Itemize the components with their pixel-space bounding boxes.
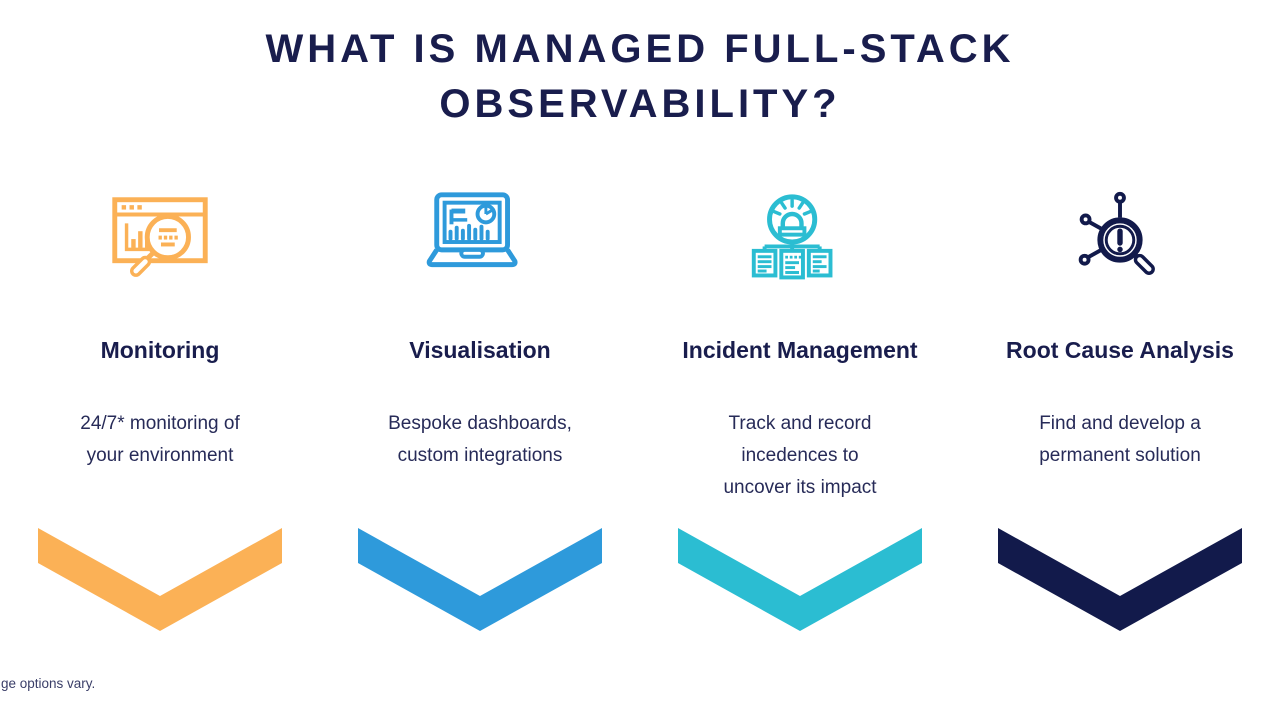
chevron-down-icon xyxy=(358,528,602,631)
chevron-down-icon xyxy=(678,528,922,631)
chevron-down-icon xyxy=(38,528,282,631)
column-heading: Visualisation xyxy=(409,337,551,363)
column-visualisation: Visualisation Bespoke dashboards, custom… xyxy=(320,170,640,700)
column-root-cause-analysis: Root Cause Analysis Find and develop a p… xyxy=(960,170,1280,700)
column-heading: Root Cause Analysis xyxy=(1006,337,1234,363)
incident-icon-wrap xyxy=(741,182,859,304)
column-description: 24/7* monitoring of your environment xyxy=(80,413,240,466)
monitoring-icon-wrap xyxy=(101,182,219,304)
column-heading: Incident Management xyxy=(682,337,918,363)
visualisation-icon-wrap xyxy=(421,182,539,304)
magnifier-alert-nodes-icon xyxy=(1078,191,1155,275)
chevron-down-icon xyxy=(998,528,1242,631)
column-monitoring: Monitoring 24/7* monitoring of your envi… xyxy=(0,170,320,700)
monitoring-window-magnifier-icon xyxy=(112,197,208,277)
footnote-text: ge options vary. xyxy=(1,676,96,691)
columns-row: Monitoring 24/7* monitoring of your envi… xyxy=(0,170,1280,700)
root-cause-icon-wrap xyxy=(1061,182,1179,304)
column-description: Bespoke dashboards, custom integrations xyxy=(388,413,572,466)
column-description: Track and record incedences to uncover i… xyxy=(723,413,877,498)
laptop-dashboard-icon xyxy=(426,192,518,268)
column-incident-management: Incident Management Track and record inc… xyxy=(640,170,960,700)
alarm-documents-icon xyxy=(751,194,833,280)
column-heading: Monitoring xyxy=(100,337,220,363)
column-description: Find and develop a permanent solution xyxy=(1039,413,1201,466)
page-title: WHAT IS MANAGED FULL-STACK OBSERVABILITY… xyxy=(265,27,1015,126)
